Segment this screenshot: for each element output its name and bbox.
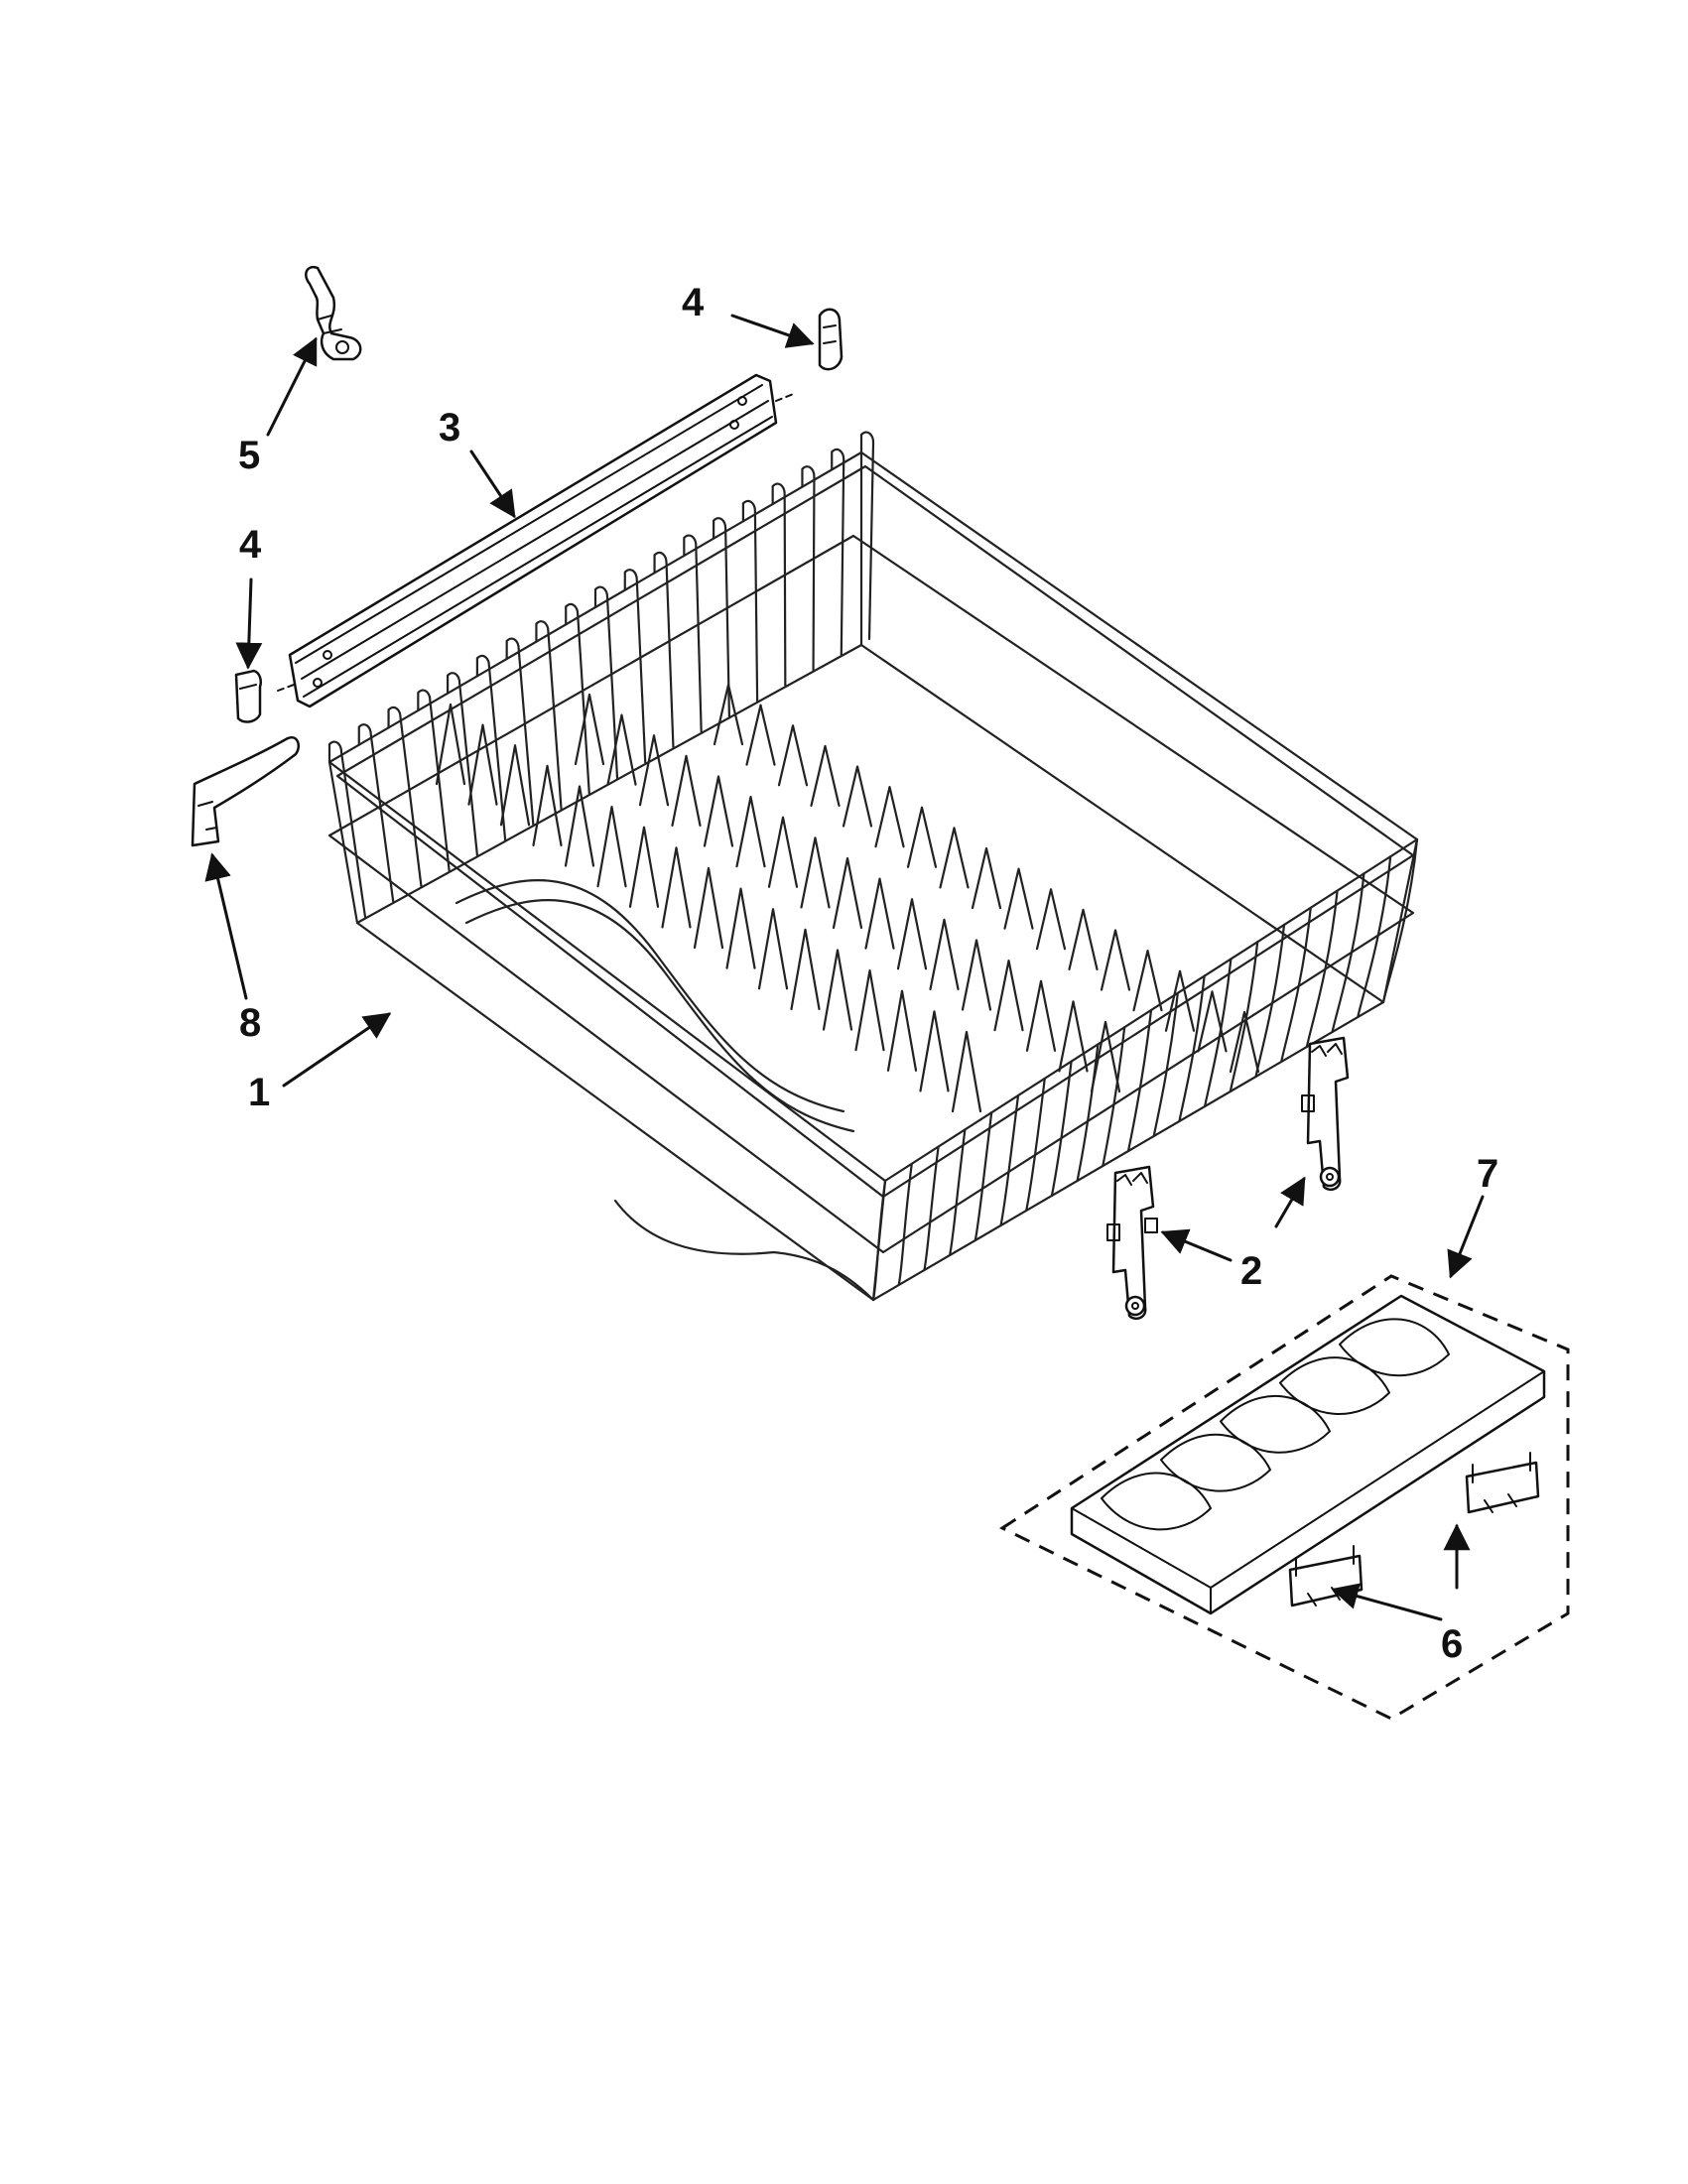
callout-arrows [204, 314, 1485, 1621]
callout-5: 5 [238, 434, 260, 477]
upper-dishrack [327, 431, 1419, 1302]
rack-adjuster-lever [191, 735, 300, 847]
rack-rail [277, 373, 797, 708]
callout-7: 7 [1477, 1152, 1498, 1196]
cup-shelf-kit-boundary [998, 1274, 1570, 1721]
cup-shelf-tray [1070, 1294, 1546, 1615]
callout-4-top: 4 [682, 281, 705, 324]
arrow-2-lower [1160, 1228, 1233, 1262]
arrow-4-top [730, 314, 815, 348]
rail-end-cap-left [234, 669, 262, 723]
callout-4-left: 4 [239, 523, 262, 567]
tray-mounting-clip-right [1465, 1452, 1540, 1514]
callout-3: 3 [439, 406, 460, 450]
arrow-2-upper [1274, 1176, 1306, 1228]
arrow-5 [266, 336, 318, 437]
arrow-1 [282, 1012, 392, 1088]
arrow-4-left [235, 578, 263, 670]
rack-stop-clip [305, 265, 362, 361]
arrow-3 [469, 450, 516, 519]
callout-labels: 5 4 3 4 8 1 2 7 6 [238, 281, 1498, 1666]
callout-8: 8 [239, 1001, 261, 1045]
rack-roller-assembly-upper [1301, 1036, 1350, 1191]
arrow-7 [1447, 1195, 1485, 1279]
callout-6: 6 [1441, 1622, 1463, 1666]
rack-roller-assembly-lower [1106, 1165, 1158, 1320]
arrow-6-left [1331, 1583, 1443, 1621]
rail-end-cap-right [818, 308, 844, 371]
callout-1: 1 [248, 1071, 270, 1114]
callout-2: 2 [1240, 1249, 1262, 1293]
arrow-8 [204, 852, 248, 1000]
